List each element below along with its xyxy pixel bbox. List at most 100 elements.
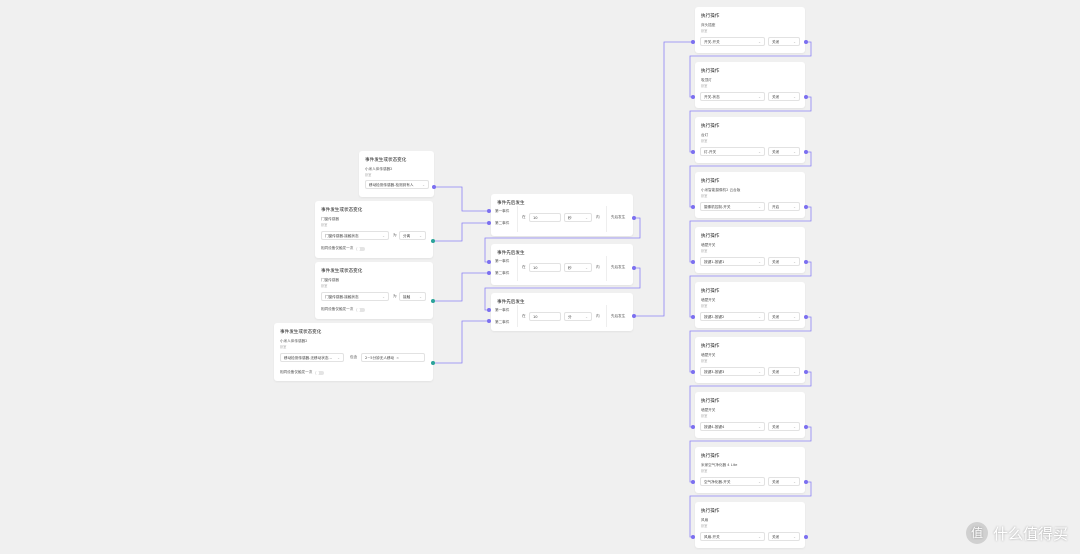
unit-select[interactable]: 秒⌄ bbox=[564, 213, 592, 222]
value-select[interactable]: 关闭⌄ bbox=[768, 367, 800, 376]
property-select[interactable]: 空气净化器-开关⌄ bbox=[700, 477, 765, 486]
value-select[interactable]: 关闭⌄ bbox=[768, 92, 800, 101]
input-port[interactable] bbox=[691, 480, 695, 484]
input-port[interactable] bbox=[691, 260, 695, 264]
first-event-label[interactable]: 第一事件 bbox=[495, 308, 510, 312]
output-port[interactable] bbox=[804, 95, 808, 99]
device-name: 门窗传感器 bbox=[321, 278, 339, 282]
same-device-toggle[interactable] bbox=[356, 246, 365, 251]
value-select[interactable]: 关闭⌄ bbox=[768, 532, 800, 541]
toggle-label: 相同设备仅触发一次 bbox=[280, 370, 313, 374]
value-select[interactable]: 开启⌄ bbox=[768, 202, 800, 211]
output-port[interactable] bbox=[804, 260, 808, 264]
chevron-down-icon: ⌄ bbox=[422, 183, 425, 187]
property-select[interactable]: 风扇-开关⌄ bbox=[700, 532, 765, 541]
value-select[interactable]: 关闭⌄ bbox=[768, 312, 800, 321]
property-select[interactable]: 开关-状态⌄ bbox=[700, 92, 765, 101]
second-event-label[interactable]: 第二事件 bbox=[495, 271, 510, 275]
value-select[interactable]: 关闭⌄ bbox=[768, 257, 800, 266]
value-select[interactable]: 关闭⌄ bbox=[768, 477, 800, 486]
output-port[interactable] bbox=[632, 266, 636, 270]
property-select[interactable]: 灯-开关⌄ bbox=[700, 147, 765, 156]
property-select[interactable]: 按键3-按键3⌄ bbox=[700, 367, 765, 376]
property-select[interactable]: 按键4-按键4⌄ bbox=[700, 422, 765, 431]
same-device-toggle[interactable] bbox=[356, 307, 365, 312]
input-port[interactable] bbox=[691, 150, 695, 154]
trigger-card: 事件发生或状态变化门窗传感器卧室门窗传感器-接触状态⌄为分离⌄相同设备仅触发一次 bbox=[315, 201, 433, 258]
property-select[interactable]: 开关-开关⌄ bbox=[700, 37, 765, 46]
output-port[interactable] bbox=[804, 535, 808, 539]
value-select[interactable]: 分离⌄ bbox=[399, 231, 426, 240]
value-select[interactable]: 关闭⌄ bbox=[768, 37, 800, 46]
watermark-logo-icon: 值 bbox=[965, 522, 988, 544]
chevron-down-icon: ⌄ bbox=[793, 205, 796, 209]
card-title: 事件先后发生 bbox=[497, 201, 525, 206]
property-select[interactable]: 按键1-按键1⌄ bbox=[700, 257, 765, 266]
second-event-port[interactable] bbox=[487, 319, 491, 323]
value-select[interactable]: 关闭⌄ bbox=[768, 422, 800, 431]
first-event-label[interactable]: 第一事件 bbox=[495, 259, 510, 263]
second-event-label[interactable]: 第二事件 bbox=[495, 320, 510, 324]
action-card: 执行操作墙壁开关卧室按键3-按键3⌄关闭⌄ bbox=[695, 337, 805, 383]
property-select[interactable]: 门窗传感器-接触状态⌄ bbox=[321, 292, 389, 301]
divider bbox=[606, 206, 607, 232]
toggle-label: 相同设备仅触发一次 bbox=[321, 246, 354, 250]
input-port[interactable] bbox=[691, 315, 695, 319]
first-event-port[interactable] bbox=[487, 260, 491, 264]
duration-input[interactable]: 10 bbox=[529, 263, 561, 272]
in-label: 在 bbox=[522, 265, 526, 269]
output-port[interactable] bbox=[431, 361, 435, 365]
value-tags-input[interactable]: 2~5分钟无人移动× bbox=[361, 353, 425, 362]
room-name: 卧室 bbox=[365, 173, 372, 177]
output-port[interactable] bbox=[432, 185, 436, 189]
output-port[interactable] bbox=[431, 299, 435, 303]
first-event-port[interactable] bbox=[487, 308, 491, 312]
room-name: 卧室 bbox=[321, 284, 328, 288]
second-event-port[interactable] bbox=[487, 271, 491, 275]
property-select[interactable]: 按键2-按键2⌄ bbox=[700, 312, 765, 321]
chevron-down-icon: ⌄ bbox=[585, 315, 588, 319]
property-select[interactable]: 移动检测传感器-检测到有人⌄ bbox=[365, 180, 429, 189]
action-card: 执行操作风扇卧室风扇-开关⌄关闭⌄ bbox=[695, 502, 805, 548]
input-port[interactable] bbox=[691, 535, 695, 539]
input-port[interactable] bbox=[691, 205, 695, 209]
unit-select[interactable]: 分⌄ bbox=[564, 312, 592, 321]
output-port[interactable] bbox=[632, 314, 636, 318]
chevron-down-icon: ⌄ bbox=[793, 40, 796, 44]
select-value: 风扇-开关 bbox=[704, 535, 720, 539]
output-port[interactable] bbox=[804, 370, 808, 374]
input-port[interactable] bbox=[691, 370, 695, 374]
select-value: 关闭 bbox=[772, 95, 780, 99]
output-port[interactable] bbox=[804, 40, 808, 44]
duration-input[interactable]: 10 bbox=[529, 312, 561, 321]
device-name: 墙壁开关 bbox=[701, 298, 716, 302]
value-select[interactable]: 关闭⌄ bbox=[768, 147, 800, 156]
input-port[interactable] bbox=[691, 425, 695, 429]
output-port[interactable] bbox=[804, 315, 808, 319]
first-event-port[interactable] bbox=[487, 209, 491, 213]
property-select[interactable]: 摄像机控制-开关⌄ bbox=[700, 202, 765, 211]
duration-input[interactable]: 10 bbox=[529, 213, 561, 222]
value-select[interactable]: 接触⌄ bbox=[399, 292, 426, 301]
property-select[interactable]: 移动检测传感器-无移动状态...⌄ bbox=[280, 353, 344, 362]
output-port[interactable] bbox=[804, 425, 808, 429]
first-event-label[interactable]: 第一事件 bbox=[495, 209, 510, 213]
property-select[interactable]: 门窗传感器-接触状态⌄ bbox=[321, 231, 389, 240]
room-name: 卧室 bbox=[701, 359, 708, 363]
result-label: 先后发生 bbox=[611, 314, 626, 318]
input-port[interactable] bbox=[691, 95, 695, 99]
chevron-down-icon: ⌄ bbox=[382, 295, 385, 299]
tag-remove-icon[interactable]: × bbox=[396, 356, 400, 360]
output-port[interactable] bbox=[804, 150, 808, 154]
output-port[interactable] bbox=[804, 205, 808, 209]
device-name: 墙壁开关 bbox=[701, 243, 716, 247]
unit-select[interactable]: 秒⌄ bbox=[564, 263, 592, 272]
output-port[interactable] bbox=[804, 480, 808, 484]
second-event-label[interactable]: 第二事件 bbox=[495, 221, 510, 225]
input-port[interactable] bbox=[691, 40, 695, 44]
second-event-port[interactable] bbox=[487, 221, 491, 225]
output-port[interactable] bbox=[632, 216, 636, 220]
room-name: 卧室 bbox=[701, 139, 708, 143]
output-port[interactable] bbox=[431, 239, 435, 243]
same-device-toggle[interactable] bbox=[315, 370, 324, 375]
